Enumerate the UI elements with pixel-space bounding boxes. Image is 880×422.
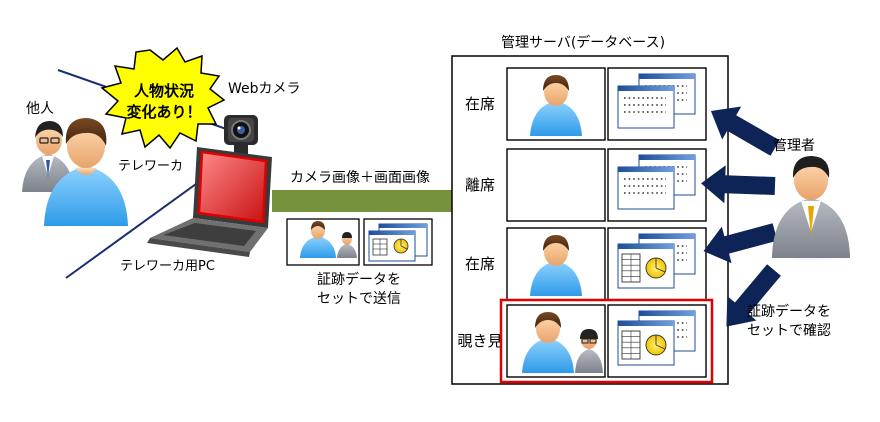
other-person-label: 他人 (26, 101, 54, 117)
webcam-icon (224, 115, 258, 155)
evidence-send-line2: セットで送信 (317, 291, 401, 307)
alert-text-line1: 人物状況 (134, 82, 194, 100)
row-person-image (530, 75, 582, 136)
row-intruder-image (575, 329, 603, 373)
row-status-label: 在席 (465, 95, 495, 113)
row-screen-image (617, 310, 696, 366)
server-row: 離席 (465, 148, 707, 222)
alert-text-line2: 変化あり！ (126, 103, 201, 121)
row-screen-image (617, 73, 696, 129)
thumb-person (300, 221, 357, 258)
admin-arrows (701, 106, 781, 327)
row-screen-image (617, 154, 696, 210)
server-title: 管理サーバ(データベース) (501, 34, 665, 51)
server-row: 在席 (465, 227, 707, 301)
admin-label: 管理者 (773, 138, 815, 154)
row-status-label: 覗き見 (457, 332, 502, 350)
teleworker-pc-label: テレワーカ用PC (120, 259, 215, 274)
laptop-icon (147, 147, 272, 257)
row-person-image (522, 312, 574, 373)
server-row: 在席 (465, 67, 707, 141)
evidence-check-line2: セットで確認 (747, 323, 831, 339)
row-status-label: 離席 (465, 176, 495, 194)
evidence-send-line1: 証跡データを (317, 271, 401, 288)
sent-evidence-set (286, 218, 433, 266)
teleworker-figure (41, 118, 131, 229)
row-status-label: 在席 (465, 255, 495, 273)
server-row: 覗き見 (457, 298, 714, 384)
transfer-label: カメラ画像＋画面画像 (290, 170, 430, 186)
alert-burst: 人物状況 変化あり！ (100, 46, 226, 150)
row-screen-image (617, 233, 696, 289)
admin-figure (766, 156, 856, 263)
transfer-arrow (272, 180, 500, 222)
teleworker-label: テレワーカ (118, 159, 183, 174)
row-person-image (530, 235, 582, 296)
evidence-check-line1: 証跡データを (747, 303, 831, 320)
row-camera-panel (506, 148, 606, 222)
thumb-screen (368, 223, 428, 262)
row-highlight-frame (499, 298, 714, 384)
webcam-label: Webカメラ (228, 81, 301, 97)
